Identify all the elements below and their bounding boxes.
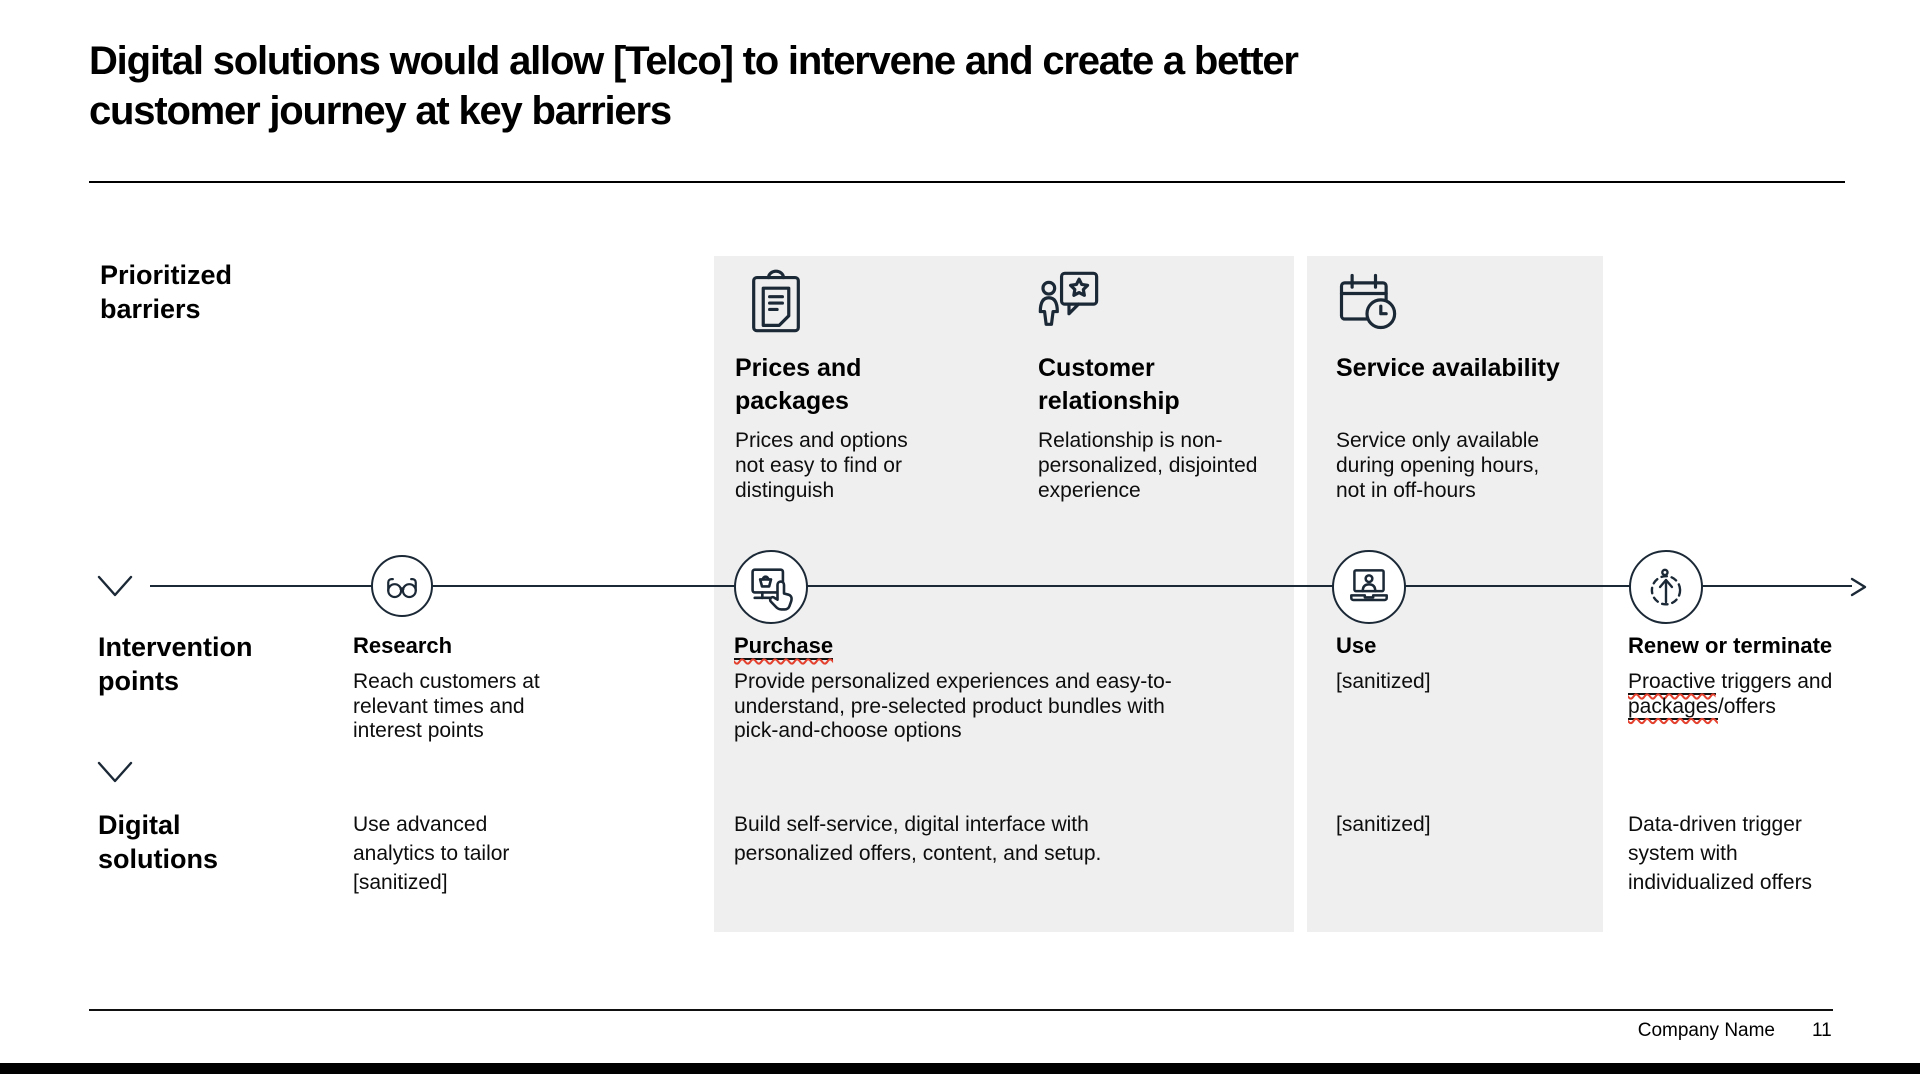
digital-solutions-label: Digital solutions bbox=[98, 810, 218, 874]
page-title-line2: customer journey at key barriers bbox=[89, 89, 672, 133]
bottom-edge-bar bbox=[0, 1063, 1920, 1074]
journey-title-use: Use bbox=[1336, 633, 1377, 658]
chevron-down-icon bbox=[96, 760, 134, 786]
person-growth-icon bbox=[1640, 561, 1692, 613]
arrow-right-icon bbox=[1849, 577, 1869, 597]
intervention-text-purchase: Provide personalized experiences and eas… bbox=[734, 670, 1172, 742]
journey-title-purchase-text: Purchase bbox=[734, 633, 834, 660]
solution-text-renew: Data-driven trigger system with individu… bbox=[1628, 813, 1813, 894]
footer-page-number: 11 bbox=[1812, 1020, 1832, 1041]
journey-title-renew: Renew or terminate bbox=[1628, 633, 1833, 658]
barrier-desc: Relationship is non-personalized, disjoi… bbox=[1038, 429, 1258, 502]
intervention-text-renew-part: /offers bbox=[1717, 694, 1776, 718]
barrier-desc: Service only available during opening ho… bbox=[1336, 429, 1540, 502]
intervention-text-renew-part: Proactive bbox=[1628, 670, 1716, 695]
solution-text-purchase: Build self-service, digital interface wi… bbox=[734, 813, 1102, 865]
title-divider bbox=[89, 181, 1845, 183]
page-title: Digital solutions would allow [Telco] to… bbox=[89, 36, 1789, 136]
person-chat-star-icon bbox=[1035, 268, 1103, 336]
solution-text-use: [sanitized] bbox=[1336, 813, 1431, 836]
footer-divider bbox=[89, 1009, 1833, 1011]
intervention-text-use: [sanitized] bbox=[1336, 670, 1431, 693]
prioritized-barriers-label: Prioritized barriers bbox=[100, 260, 233, 324]
footer-company-name: Company Name bbox=[1637, 1020, 1775, 1041]
calendar-clock-icon bbox=[1333, 268, 1401, 336]
chevron-down-icon bbox=[96, 574, 134, 600]
barriers-panel-1 bbox=[714, 256, 1294, 932]
journey-title-purchase: Purchase bbox=[734, 633, 1204, 660]
research-stop bbox=[371, 555, 433, 617]
shop-screen-tap-icon bbox=[745, 561, 797, 613]
solution-text-research: Use advanced analytics to tailor [saniti… bbox=[353, 813, 510, 894]
barrier-title: Customer relationship bbox=[1038, 354, 1180, 415]
journey-timeline bbox=[150, 585, 1852, 587]
intervention-text-renew-part: triggers and bbox=[1715, 670, 1833, 693]
barrier-title: Service availability bbox=[1336, 354, 1560, 382]
purchase-stop bbox=[734, 550, 808, 624]
intervention-points-label: Intervention points bbox=[98, 632, 253, 696]
journey-title-research: Research bbox=[353, 633, 453, 658]
intervention-text-renew: Proactive triggers and packages/offers bbox=[1628, 670, 1848, 720]
intervention-text-research: Reach customers at relevant times and in… bbox=[353, 670, 540, 742]
glasses-icon bbox=[380, 564, 424, 608]
clipboard-icon bbox=[742, 268, 810, 336]
page-title-line1: Digital solutions would allow [Telco] to… bbox=[89, 39, 1299, 83]
barrier-desc: Prices and options not easy to find or d… bbox=[735, 429, 908, 502]
use-stop bbox=[1332, 550, 1406, 624]
barrier-title: Prices and packages bbox=[735, 354, 862, 415]
intervention-text-renew-part: packages bbox=[1628, 694, 1718, 720]
laptop-user-icon bbox=[1344, 562, 1394, 612]
renew-stop bbox=[1629, 550, 1703, 624]
